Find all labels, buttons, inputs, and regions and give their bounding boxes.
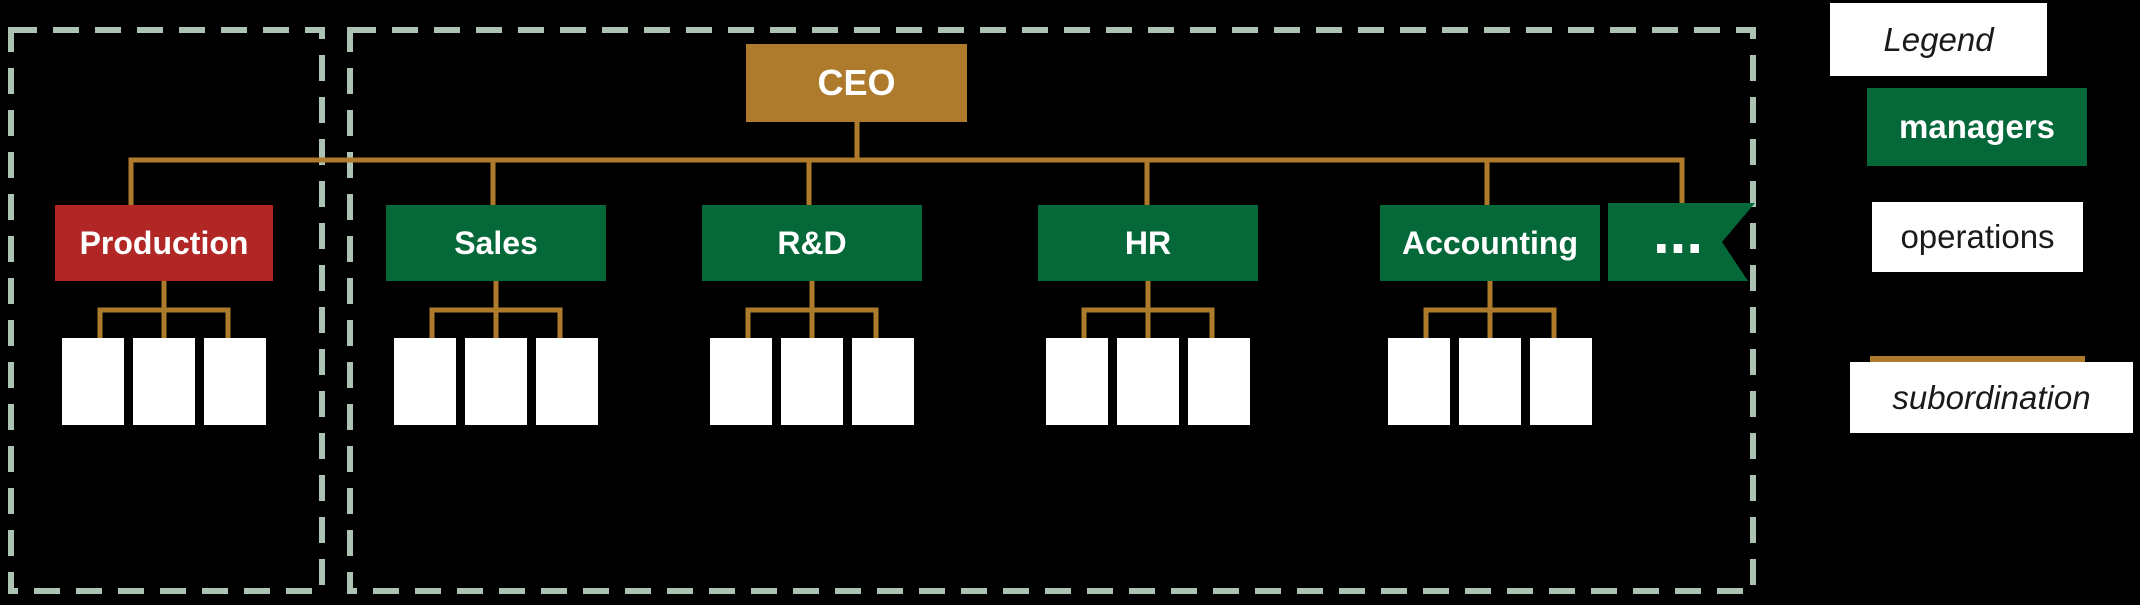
legend-managers-swatch: managers	[1867, 88, 2087, 166]
accounting-subtree-lines	[1423, 281, 1557, 338]
ceo-box: CEO	[746, 44, 967, 122]
more-departments-flag-label: ...	[1608, 203, 1748, 281]
legend-subordination-label: subordination	[1850, 362, 2133, 433]
department-box-accounting: Accounting	[1380, 205, 1600, 281]
sales-subtree-lines	[429, 281, 563, 338]
managers-region-border	[347, 27, 1756, 594]
department-drop-lines	[490, 160, 1490, 205]
operation-box	[852, 338, 914, 425]
legend-subordination-line-sample	[1870, 356, 2085, 362]
operation-box	[1188, 338, 1250, 425]
rnd-operations-group	[710, 338, 914, 425]
production-operations-group	[62, 338, 266, 425]
ellipsis-text: ...	[1652, 199, 1703, 266]
operation-box	[1117, 338, 1179, 425]
production-subtree-lines	[97, 281, 231, 338]
operation-box	[781, 338, 843, 425]
operation-box	[1046, 338, 1108, 425]
trunk-line	[128, 157, 1685, 205]
operation-box	[133, 338, 195, 425]
hr-subtree-lines	[1081, 281, 1215, 338]
operation-box	[1388, 338, 1450, 425]
department-box-sales: Sales	[386, 205, 606, 281]
department-box-rnd: R&D	[702, 205, 922, 281]
legend-title: Legend	[1830, 3, 2047, 76]
legend-operations-swatch: operations	[1872, 202, 2083, 272]
more-departments-flag-shape	[1608, 203, 1755, 281]
operation-box	[204, 338, 266, 425]
operation-box	[62, 338, 124, 425]
operations-region-border	[8, 27, 325, 594]
operation-box	[710, 338, 772, 425]
operation-box	[536, 338, 598, 425]
hr-operations-group	[1046, 338, 1250, 425]
operation-box	[465, 338, 527, 425]
accounting-operations-group	[1388, 338, 1592, 425]
department-box-hr: HR	[1038, 205, 1258, 281]
sales-operations-group	[394, 338, 598, 425]
operation-box	[1530, 338, 1592, 425]
department-box-production: Production	[55, 205, 273, 281]
operation-box	[394, 338, 456, 425]
operation-box	[1459, 338, 1521, 425]
rnd-subtree-lines	[745, 281, 879, 338]
